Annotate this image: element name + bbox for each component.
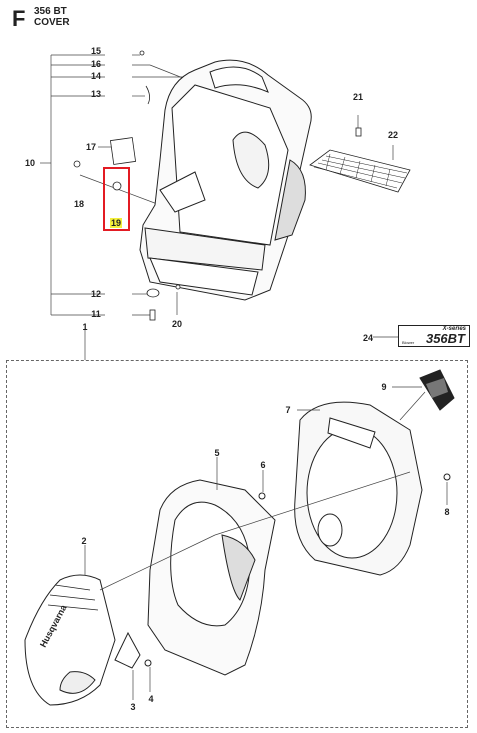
leader-lines-bottom — [84, 386, 448, 700]
callout-22: 22 — [387, 130, 398, 140]
callout-7: 7 — [285, 405, 291, 415]
callout-20: 20 — [171, 319, 182, 329]
model-decal-badge: X-series 356BT Blower — [398, 325, 470, 347]
callout-24: 24 — [362, 333, 373, 343]
leader-lines-top — [40, 54, 398, 360]
callout-6: 6 — [260, 460, 266, 470]
callout-11: 11 — [91, 309, 101, 319]
callout-3: 3 — [130, 702, 136, 712]
section-title: COVER — [34, 17, 70, 28]
callout-17: 17 — [85, 142, 96, 152]
callout-9: 9 — [381, 382, 387, 392]
callout-5: 5 — [214, 448, 220, 458]
small-parts-top — [73, 50, 411, 321]
badge-series-text: X-series — [442, 326, 466, 332]
model-title: 356 BT — [34, 6, 67, 17]
callout-4: 4 — [148, 694, 154, 704]
callout-21: 21 — [352, 92, 363, 102]
callout-18: 18 — [73, 199, 84, 209]
callout-16: 16 — [90, 59, 101, 69]
callout-2: 2 — [81, 536, 87, 546]
section-letter: F — [12, 6, 26, 31]
callout-1: 1 — [82, 322, 88, 332]
callout-14: 14 — [90, 71, 101, 81]
subassembly-frame — [6, 360, 468, 728]
backpack-frame — [139, 59, 312, 301]
callout-10: 10 — [24, 158, 35, 168]
callout-12: 12 — [90, 289, 101, 299]
callout-19: 19 — [109, 218, 122, 228]
callout-8: 8 — [444, 507, 450, 517]
badge-small-text: Blower — [402, 340, 415, 345]
cover-assembly — [24, 369, 455, 706]
badge-model-text: 356BT — [425, 331, 465, 346]
highlight-box-part-19 — [103, 167, 130, 231]
callout-15: 15 — [90, 46, 101, 56]
callout-13: 13 — [90, 89, 101, 99]
